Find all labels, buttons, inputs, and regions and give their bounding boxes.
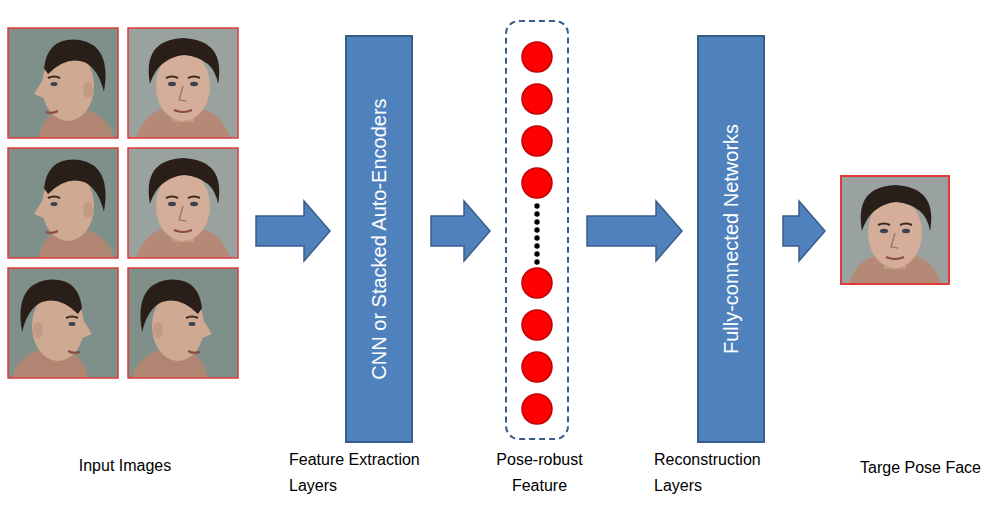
block-arrow	[783, 201, 825, 261]
feature-unit	[522, 394, 552, 424]
photo-frame	[8, 148, 118, 258]
feature-units	[522, 42, 552, 424]
feature-unit	[522, 268, 552, 298]
feature-unit	[522, 84, 552, 114]
face-photo	[128, 268, 238, 378]
ellipsis-dots	[534, 203, 539, 264]
feature-unit	[522, 352, 552, 382]
caption-wrap: Targe Pose Face	[860, 455, 1000, 481]
input-image-group: Input Images	[8, 28, 238, 380]
stage-caption: Targe Pose Face	[860, 455, 1000, 481]
block-arrow	[256, 201, 330, 261]
stage-caption: Reconstruction Layers	[654, 447, 776, 498]
output-face-box: Targe Pose Face	[840, 175, 950, 285]
stage-caption: Pose-robust Feature	[482, 447, 597, 498]
process-box: CNN or Stacked Auto-EncodersFeature Extr…	[345, 35, 413, 443]
photo-frame	[8, 28, 118, 138]
dot	[534, 251, 539, 256]
caption-wrap: Input Images	[40, 453, 210, 479]
dot	[534, 219, 539, 224]
input-photos	[8, 28, 238, 378]
feature-unit	[522, 168, 552, 198]
block-arrow	[431, 201, 490, 261]
box-label: Fully-connected Networks	[720, 124, 742, 354]
block-arrow	[587, 201, 682, 261]
stage-caption: Feature Extraction Layers	[289, 447, 429, 498]
feature-unit	[522, 310, 552, 340]
output-face-photo	[840, 175, 950, 285]
caption-wrap: Feature Extraction Layers	[289, 447, 429, 498]
dot	[534, 235, 539, 240]
dot	[534, 227, 539, 232]
feature-unit	[522, 42, 552, 72]
photo-frame	[8, 268, 118, 378]
photo-frame	[128, 28, 238, 138]
box-label-wrap: Fully-connected Networks	[719, 124, 743, 354]
photo-frame	[128, 268, 238, 378]
process-box: Fully-connected NetworksReconstruction L…	[697, 35, 765, 443]
caption-wrap: Reconstruction Layers	[654, 447, 776, 498]
dot	[534, 243, 539, 248]
dot	[534, 259, 539, 264]
face-photo	[128, 148, 238, 258]
dot	[534, 203, 539, 208]
feature-vector: Pose-robust Feature	[505, 20, 569, 440]
box-label: CNN or Stacked Auto-Encoders	[368, 98, 390, 379]
photo-frame	[128, 148, 238, 258]
face-photo	[8, 148, 118, 258]
feature-unit	[522, 126, 552, 156]
caption-wrap: Pose-robust Feature	[482, 447, 597, 498]
face-photo	[8, 28, 118, 138]
face-photo	[128, 28, 238, 138]
face-photo	[8, 268, 118, 378]
stage-caption: Input Images	[40, 453, 210, 479]
box-label-wrap: CNN or Stacked Auto-Encoders	[367, 98, 391, 379]
dot	[534, 211, 539, 216]
